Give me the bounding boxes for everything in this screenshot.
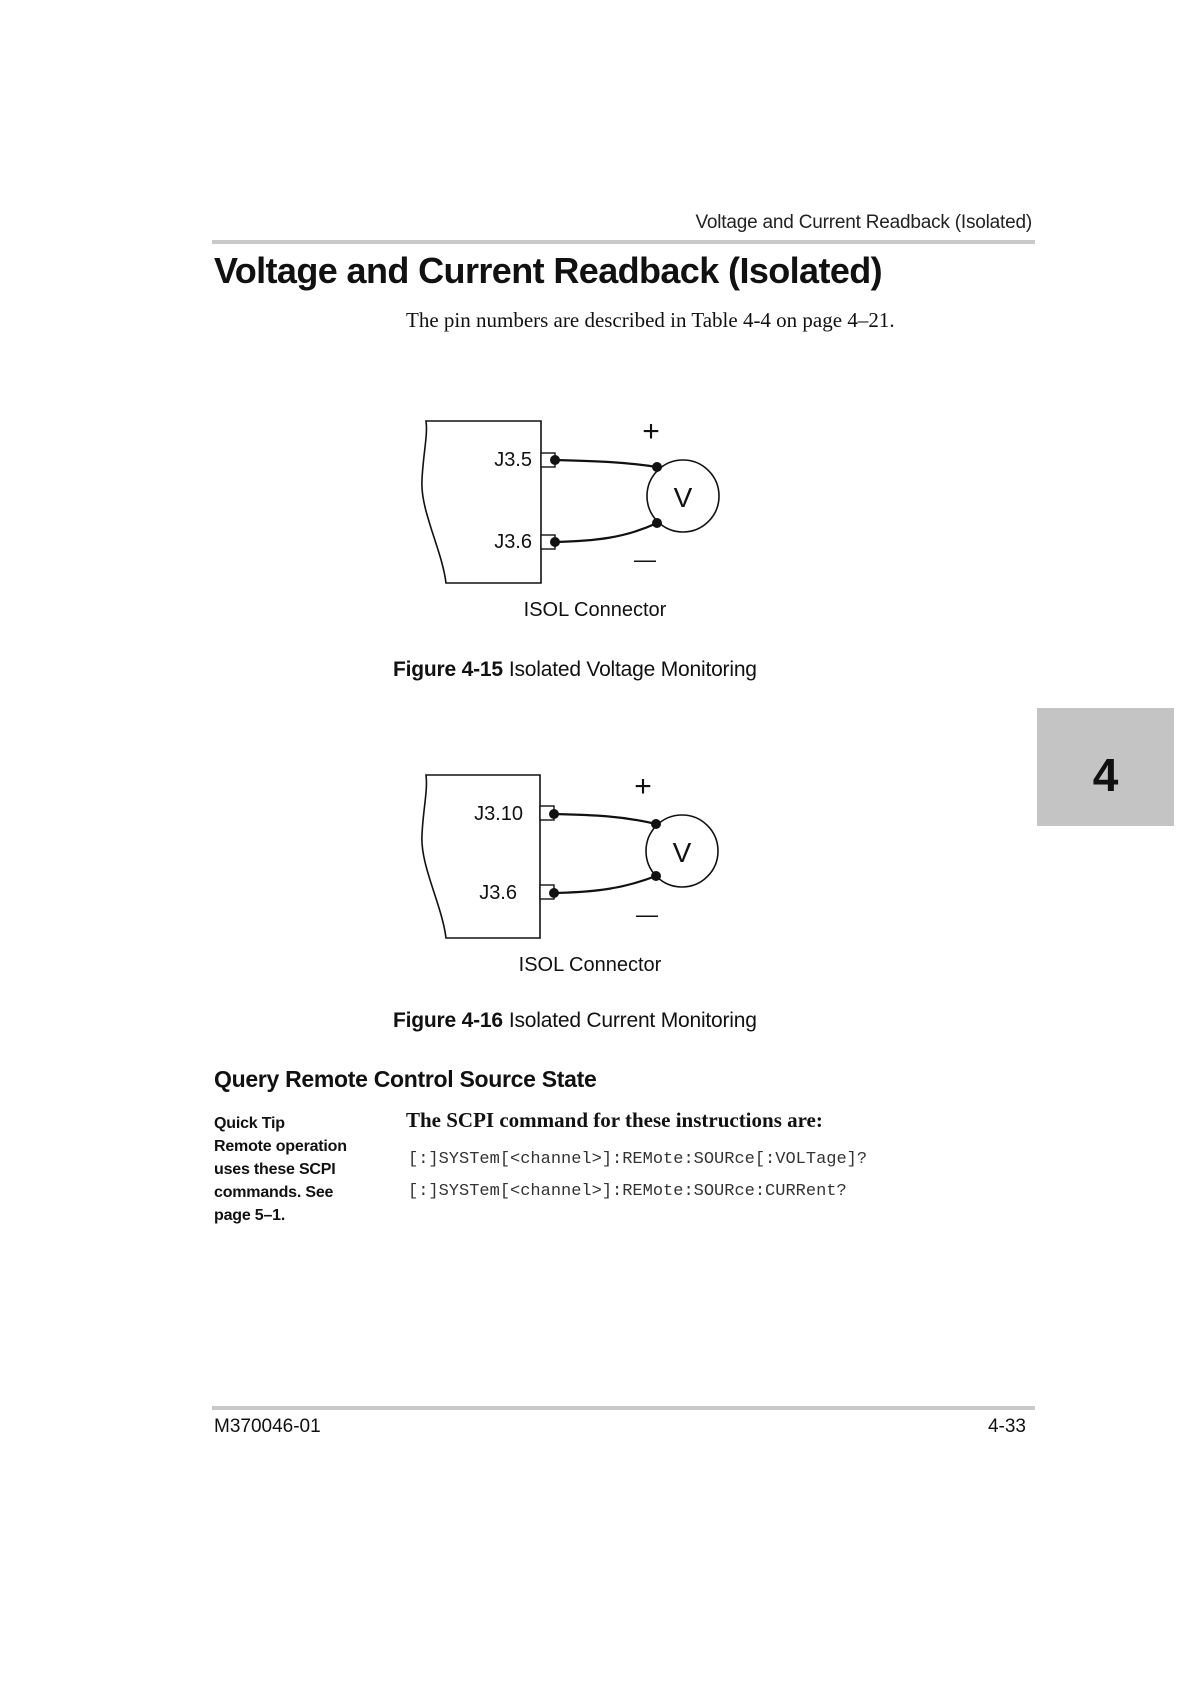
figure-title: Isolated Voltage Monitoring	[508, 658, 757, 681]
junction-dot	[550, 537, 560, 547]
minus-sign: —	[636, 902, 658, 927]
document-number: M370046-01	[214, 1416, 321, 1437]
plus-sign: +	[642, 415, 660, 448]
footer-rule	[212, 1406, 1035, 1410]
scpi-intro: The SCPI command for these instructions …	[406, 1108, 823, 1132]
quick-tip: Quick Tip Remote operation uses these SC…	[214, 1112, 364, 1227]
voltmeter-circle	[646, 459, 720, 533]
quick-tip-line: Remote operation	[214, 1138, 347, 1155]
junction-dot	[550, 455, 560, 465]
page-number: 4-33	[987, 1416, 1026, 1437]
pin-label-bottom: J3.6	[479, 882, 517, 904]
figure-number: Figure 4-16	[393, 1009, 503, 1032]
pin-label-top: J3.10	[474, 803, 523, 825]
quick-tip-line: uses these SCPI	[214, 1161, 336, 1178]
scpi-command-voltage: [:]SYSTem[<channel>]:REMote:SOURce[:VOLT…	[408, 1150, 868, 1169]
figure-number: Figure 4-15	[393, 658, 503, 681]
figure-voltage-monitoring-diagram: J3.5 J3.6 V + — ISOL Connector	[421, 415, 720, 621]
running-header: Voltage and Current Readback (Isolated)	[695, 212, 1032, 233]
quick-tip-line: Quick Tip	[214, 1115, 285, 1132]
wire-negative	[553, 874, 657, 895]
quick-tip-line: commands. See	[214, 1184, 334, 1201]
page-title: Voltage and Current Readback (Isolated)	[214, 250, 883, 291]
junction-dot	[549, 888, 559, 898]
junction-dot	[652, 518, 662, 528]
header-rule	[212, 240, 1035, 244]
junction-dot	[549, 809, 559, 819]
chapter-number: 4	[1092, 749, 1119, 801]
scpi-command-current: [:]SYSTem[<channel>]:REMote:SOURce:CURRe…	[408, 1182, 847, 1201]
voltmeter-circle	[645, 814, 719, 888]
wire-negative	[554, 522, 658, 544]
plus-sign: +	[634, 770, 652, 803]
junction-dot	[651, 819, 661, 829]
wire-positive	[553, 812, 657, 826]
figure-current-monitoring-diagram: J3.10 J3.6 V + — ISOL Connector	[421, 770, 719, 976]
wire-positive	[554, 458, 658, 469]
voltmeter-label: V	[673, 837, 692, 868]
minus-sign: —	[634, 547, 656, 572]
pin-label-top: J3.5	[494, 449, 532, 471]
section-heading: Query Remote Control Source State	[214, 1066, 597, 1092]
pin-label-bottom: J3.6	[494, 531, 532, 553]
figure-title: Isolated Current Monitoring	[508, 1009, 757, 1032]
chapter-tab: 4	[1037, 708, 1174, 826]
connector-label: ISOL Connector	[524, 599, 667, 621]
connector-body	[421, 420, 542, 584]
connector-body	[421, 774, 541, 939]
quick-tip-line: page 5–1.	[214, 1207, 286, 1224]
connector-label: ISOL Connector	[519, 954, 662, 976]
voltmeter-label: V	[674, 482, 693, 513]
intro-paragraph: The pin numbers are described in Table 4…	[406, 308, 895, 332]
